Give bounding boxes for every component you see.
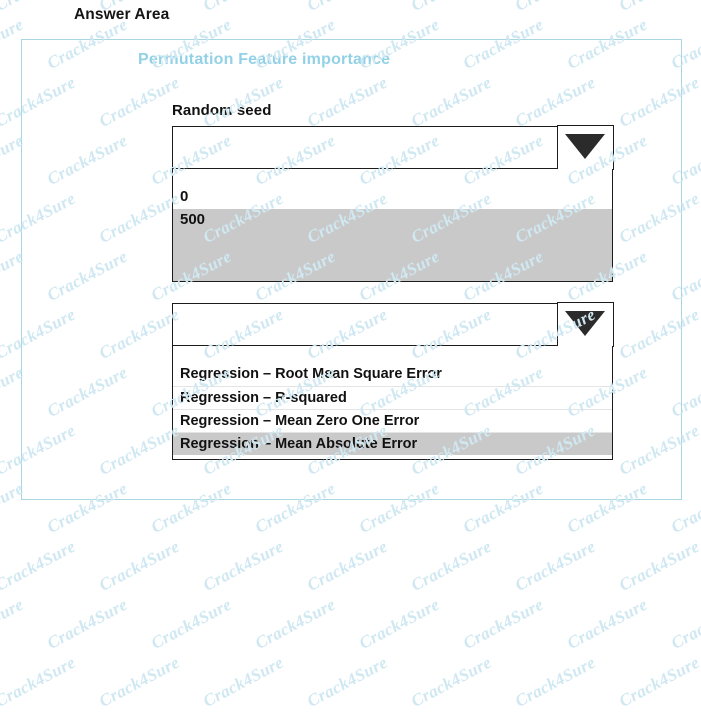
random-seed-list-filler (173, 232, 612, 281)
list-item[interactable]: Regression – Mean Zero One Error (173, 409, 612, 432)
list-item[interactable]: 0 (173, 186, 612, 209)
answer-area-frame (21, 39, 682, 500)
list-item[interactable]: Regression – Root Mean Square Error (173, 363, 612, 386)
list-item[interactable]: 500 (173, 209, 612, 232)
metric-combo[interactable]: Regression – Root Mean Square Error Regr… (172, 302, 614, 460)
chevron-down-icon (565, 311, 606, 336)
answer-area-heading: Answer Area (74, 6, 170, 23)
module-title: Permutation Feature importance (138, 51, 391, 68)
random-seed-combo[interactable]: 0 500 (172, 125, 614, 282)
list-item[interactable]: Regression – Mean Absolute Error (173, 432, 612, 455)
random-seed-option-list[interactable]: 0 500 (172, 169, 613, 282)
metric-combo-field[interactable] (172, 302, 614, 347)
metric-dropdown-button[interactable] (556, 302, 614, 347)
metric-option-list[interactable]: Regression – Root Mean Square Error Regr… (172, 346, 613, 460)
chevron-down-icon (565, 134, 606, 159)
list-item[interactable]: Regression – R-squared (173, 386, 612, 409)
metric-list-filler (173, 455, 612, 459)
random-seed-combo-field[interactable] (172, 125, 614, 170)
random-seed-label: Random seed (172, 102, 272, 119)
random-seed-dropdown-button[interactable] (556, 125, 614, 170)
